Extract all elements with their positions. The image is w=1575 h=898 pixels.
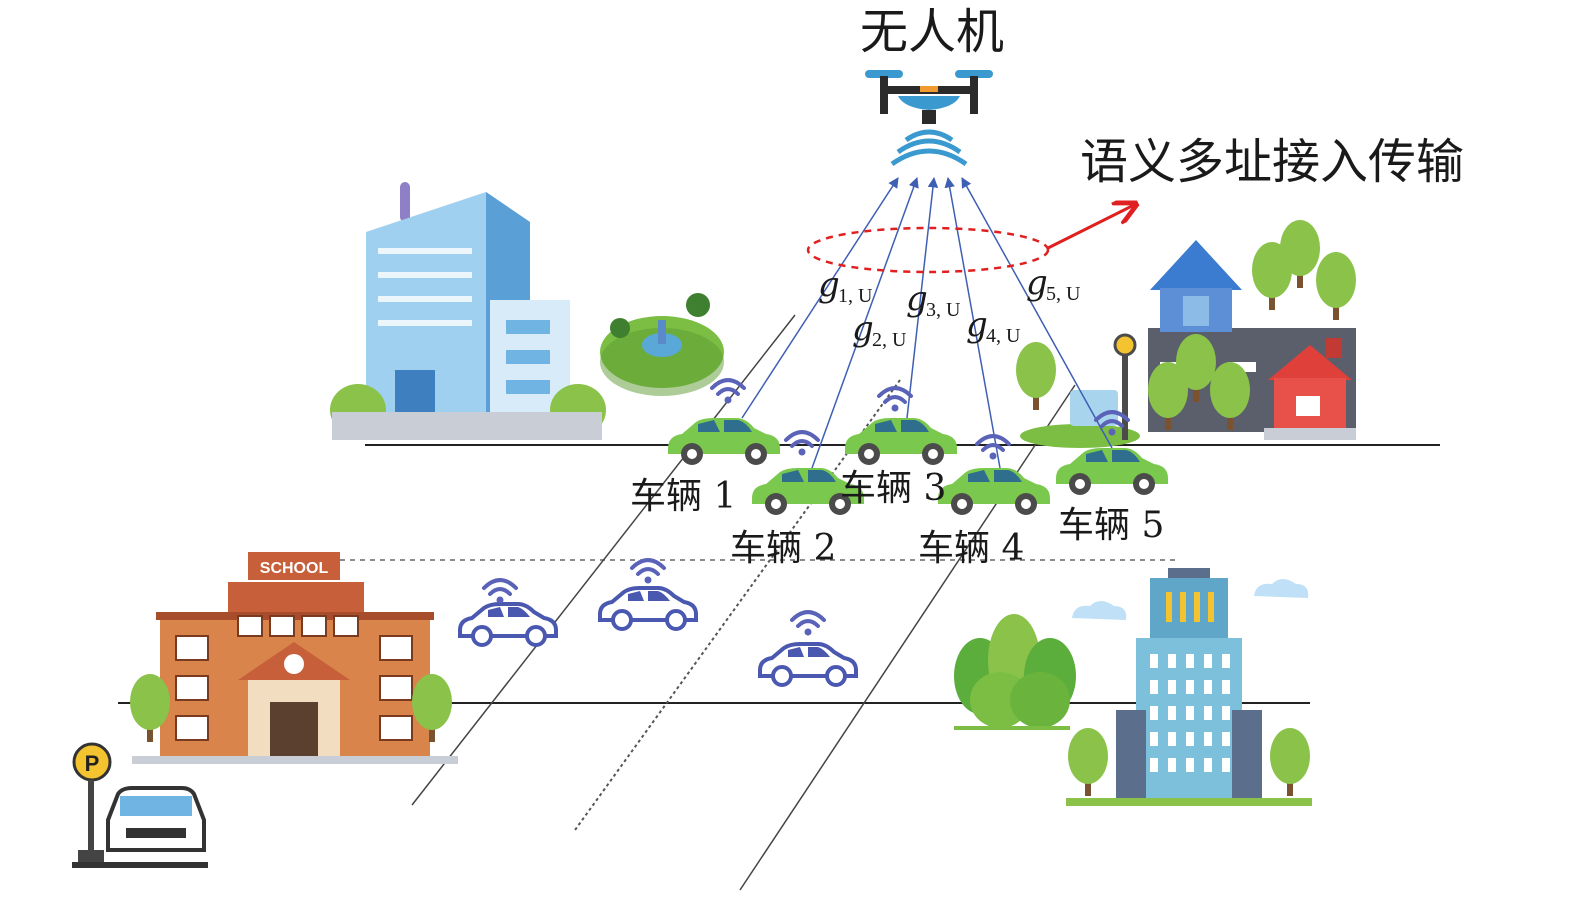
- vehicle-3-label: 车辆 3: [840, 468, 946, 509]
- vehicle-5-label: 车辆 5: [1058, 505, 1164, 546]
- background-car-3-wifi-icon: [790, 610, 826, 638]
- background-car-2-icon: [598, 586, 698, 631]
- channel-gain-4: g 4, U: [966, 305, 1021, 347]
- uplink-arrows: [741, 176, 1113, 469]
- houses-icon: [1148, 220, 1356, 440]
- gain-symbol: g: [1026, 263, 1048, 303]
- park-icon: [600, 293, 724, 396]
- office-building-icon: [330, 182, 606, 440]
- vehicle-2-wifi-icon: [784, 430, 820, 458]
- school-icon: SCHOOL: [130, 552, 458, 764]
- vehicle-1-label: 车辆 1: [630, 476, 736, 517]
- channel-gain-3: g 3, U: [906, 279, 961, 321]
- background-car-1-icon: [458, 602, 558, 647]
- tower-building-icon: [1066, 568, 1312, 806]
- vehicle-1-wifi-icon: [710, 378, 746, 406]
- background-car-1-wifi-icon: [482, 578, 518, 606]
- transmission-annotation: 语义多址接入传输: [1080, 134, 1464, 190]
- gain-symbol: g: [906, 279, 928, 319]
- gain-symbol: g: [852, 309, 874, 349]
- vehicle-5-car-icon: [1056, 448, 1168, 495]
- gain-subscript: 4, U: [986, 325, 1021, 347]
- gain-symbol: g: [966, 305, 988, 345]
- gain-symbol: g: [818, 265, 840, 305]
- uplink-arrow-2: [811, 177, 919, 469]
- background-car-2-wifi-icon: [630, 558, 666, 586]
- vehicle-4-label: 车辆 4: [918, 528, 1024, 569]
- gain-subscript: 5, U: [1046, 283, 1081, 305]
- uplink-arrow-5: [961, 177, 1113, 449]
- road-edge-right: [739, 384, 1076, 891]
- multiple-access-ellipse: [806, 226, 1050, 274]
- vehicle-1-car-icon: [668, 418, 780, 465]
- road-edge-left: [411, 314, 796, 806]
- vehicle-2-label: 车辆 2: [730, 528, 836, 569]
- gain-subscript: 2, U: [872, 329, 907, 351]
- background-car-3-icon: [758, 642, 858, 687]
- annotation-pointer-arrow: [1047, 204, 1136, 250]
- forest-icon: [954, 614, 1076, 730]
- channel-gain-1: g 1, U: [818, 265, 873, 307]
- vehicle-4-wifi-icon: [975, 434, 1011, 462]
- vehicle-3-car-icon: [845, 418, 957, 465]
- parking-icon: P: [72, 742, 208, 868]
- uplink-arrow-4: [944, 176, 1001, 469]
- channel-gain-2: g 2, U: [852, 309, 907, 351]
- bus-stop-icon: [1016, 333, 1140, 448]
- gain-subscript: 1, U: [838, 285, 873, 307]
- gain-subscript: 3, U: [926, 299, 961, 321]
- road-center-dashed: [574, 379, 901, 831]
- drone-icon: [865, 70, 993, 167]
- school-sign: SCHOOL: [260, 560, 329, 577]
- uplink-arrow-1: [741, 177, 899, 419]
- channel-gain-5: g 5, U: [1026, 263, 1081, 305]
- parking-sign: P: [85, 751, 100, 776]
- uplink-arrow-3: [906, 176, 939, 419]
- vehicle-3-wifi-icon: [877, 386, 913, 414]
- drone-title: 无人机: [860, 4, 1004, 60]
